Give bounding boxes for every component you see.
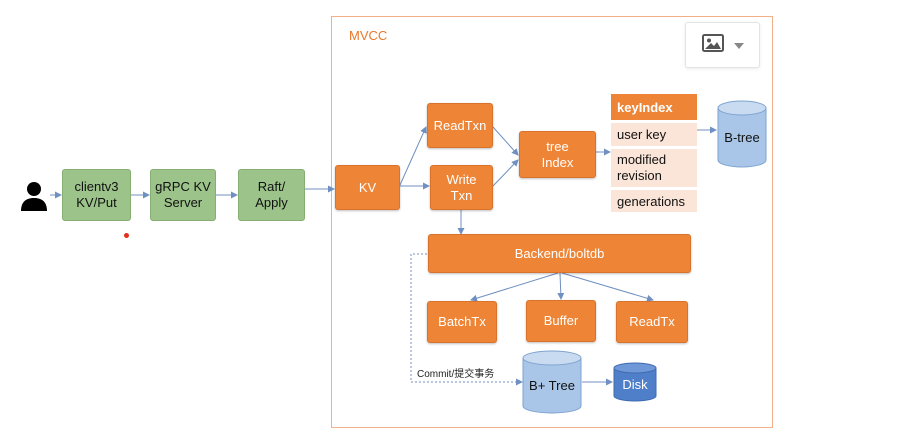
arrow-readtxn-tree bbox=[492, 126, 519, 156]
grpc-kv-server-box: gRPC KV Server bbox=[150, 169, 216, 221]
arrow-backend-batchtx bbox=[470, 272, 559, 302]
disk-cylinder: Disk bbox=[613, 362, 657, 402]
red-dot bbox=[124, 233, 129, 238]
arrow-backend-buffer bbox=[557, 272, 565, 300]
image-button[interactable] bbox=[685, 22, 760, 68]
bplustree-label: B+ Tree bbox=[529, 378, 575, 393]
keyindex-field-generations: generations bbox=[611, 190, 697, 212]
btree-label: B-tree bbox=[724, 130, 760, 145]
commit-label: Commit/提交事务 bbox=[417, 369, 495, 380]
writetxn-box: Write Txn bbox=[430, 165, 493, 210]
bplustree-cylinder: B+ Tree bbox=[522, 350, 582, 414]
arrow-backend-readtx bbox=[561, 272, 654, 302]
batchtx-box: BatchTx bbox=[427, 301, 497, 343]
mvcc-frame bbox=[331, 16, 773, 428]
tree-index-box: tree Index bbox=[519, 131, 596, 178]
kv-box: KV bbox=[335, 165, 400, 210]
readtxn-box: ReadTxn bbox=[427, 103, 493, 148]
keyindex-field-user-key: user key bbox=[611, 123, 697, 146]
user-icon bbox=[19, 181, 49, 216]
commit-dashed-line bbox=[410, 253, 523, 386]
btree-cylinder: B-tree bbox=[717, 100, 767, 168]
client-kv-put-box: clientv3 KV/Put bbox=[62, 169, 131, 221]
readtx-box: ReadTx bbox=[616, 301, 688, 343]
image-icon bbox=[701, 33, 724, 57]
chevron-down-icon bbox=[733, 36, 744, 54]
disk-label: Disk bbox=[622, 377, 648, 392]
arrow-kv-readtxn bbox=[399, 126, 427, 186]
mvcc-label: MVCC bbox=[349, 28, 388, 43]
arrow-writetxn-tree bbox=[492, 159, 519, 187]
keyindex-field-modified-revision: modified revision bbox=[611, 149, 697, 187]
backend-boltdb-box: Backend/boltdb bbox=[428, 234, 691, 273]
buffer-box: Buffer bbox=[526, 300, 596, 342]
raft-apply-box: Raft/ Apply bbox=[238, 169, 305, 221]
keyindex-header: keyIndex bbox=[611, 94, 697, 120]
